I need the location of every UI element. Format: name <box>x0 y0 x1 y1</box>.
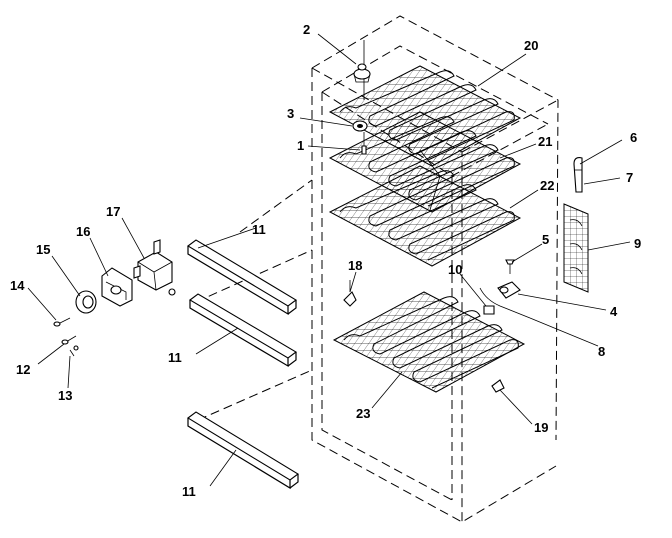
callout-18: 18 <box>348 258 362 273</box>
callout-6: 6 <box>630 130 637 145</box>
part-15-knob <box>75 290 97 314</box>
callout-9: 9 <box>634 236 641 251</box>
callout-15: 15 <box>36 242 50 257</box>
rail-11-bottom <box>187 411 299 490</box>
leader-lines <box>27 33 631 487</box>
part-19-clip <box>491 379 505 393</box>
part-14-screw <box>53 317 71 327</box>
callout-3: 3 <box>287 106 294 121</box>
part-3-fitting <box>352 120 368 132</box>
part-8-capillary <box>479 287 531 319</box>
callout-20: 20 <box>524 38 538 53</box>
callout-17: 17 <box>106 204 120 219</box>
part-16-bracket <box>101 267 133 307</box>
part-4-clamp <box>497 281 521 299</box>
evaporator-shelf-23 <box>332 291 526 393</box>
part-17-control <box>133 239 173 291</box>
part-6-7-tube <box>573 157 583 193</box>
part-12-screw <box>61 335 77 345</box>
part-small-washer <box>168 288 176 296</box>
callout-4: 4 <box>610 304 618 319</box>
part-5-screw <box>505 259 515 274</box>
callout-22: 22 <box>540 178 554 193</box>
callout-2: 2 <box>303 22 310 37</box>
callout-1: 1 <box>297 138 304 153</box>
rail-11-middle <box>189 293 297 368</box>
callout-19: 19 <box>534 420 548 435</box>
part-13-screw <box>69 345 79 357</box>
rail-11-top <box>187 239 297 316</box>
part-2-grommet <box>353 63 371 83</box>
part-18-clip <box>343 280 357 307</box>
callout-7: 7 <box>626 170 633 185</box>
callout-14: 14 <box>10 278 25 293</box>
callout-16: 16 <box>76 224 90 239</box>
evaporator-shelf-22 <box>328 165 522 267</box>
callout-23: 23 <box>356 406 370 421</box>
part-9-grid-bracket <box>563 203 589 293</box>
part-10-clip <box>483 305 495 315</box>
callout-12: 12 <box>16 362 30 377</box>
callout-21: 21 <box>538 134 552 149</box>
callout-11-middle: 11 <box>168 350 182 365</box>
callout-5: 5 <box>542 232 549 247</box>
callout-11-top: 11 <box>252 222 266 237</box>
callout-10: 10 <box>448 262 462 277</box>
callout-labels: 2 20 3 1 21 6 7 22 17 11 16 15 5 9 18 10… <box>10 22 641 499</box>
part-1-screw <box>361 145 367 155</box>
callout-11-bottom: 11 <box>182 484 196 499</box>
callout-8: 8 <box>598 344 605 359</box>
callout-13: 13 <box>58 388 72 403</box>
